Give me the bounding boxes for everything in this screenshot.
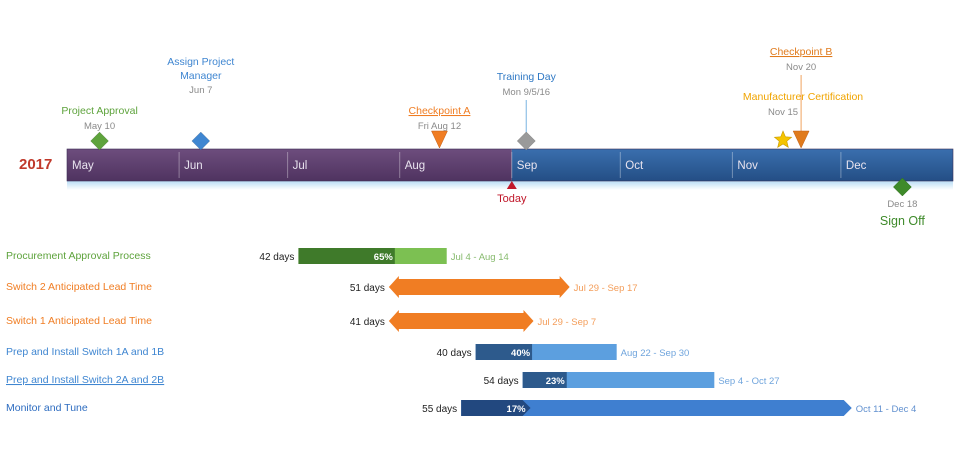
task-row: Monitor and Tune 17% 55 days Oct 11 - Dec 4 bbox=[6, 400, 916, 416]
task-duration: 41 days bbox=[350, 317, 385, 328]
task-name: Switch 1 Anticipated Lead Time bbox=[6, 315, 152, 327]
task-bar bbox=[461, 400, 852, 416]
task-duration: 42 days bbox=[259, 252, 294, 263]
milestone-date: May 10 bbox=[84, 121, 115, 132]
timeline-elapsed-band bbox=[67, 149, 512, 181]
task-date-range: Sep 4 - Oct 27 bbox=[718, 376, 779, 387]
task-bar bbox=[388, 276, 570, 298]
milestone-title-line: Assign Project bbox=[167, 56, 234, 68]
task-percent: 65% bbox=[374, 252, 394, 263]
today-marker-icon bbox=[506, 181, 517, 189]
task-date-range: Oct 11 - Dec 4 bbox=[856, 404, 917, 415]
milestone-title: Checkpoint B bbox=[770, 46, 832, 58]
timeline-band-border bbox=[66, 148, 954, 182]
task-duration: 51 days bbox=[350, 283, 385, 294]
task-bar bbox=[522, 372, 715, 388]
task-progress bbox=[475, 344, 533, 360]
task-date-range: Jul 29 - Sep 7 bbox=[538, 317, 597, 328]
milestone-date: Fri Aug 12 bbox=[418, 121, 461, 132]
task-percent: 40% bbox=[511, 348, 531, 359]
milestone-diamond-icon bbox=[191, 131, 211, 151]
month-label: Nov bbox=[737, 160, 758, 172]
task-duration: 55 days bbox=[422, 404, 457, 415]
task-name: Procurement Approval Process bbox=[6, 250, 151, 262]
task-row: Prep and Install Switch 1A and 1B 40% 40 d… bbox=[6, 344, 689, 360]
milestone: Checkpoint B Nov 20 bbox=[770, 46, 832, 149]
today-label: Today bbox=[497, 193, 527, 205]
milestone-title: Checkpoint A bbox=[409, 105, 471, 117]
task-date-range: Jul 29 - Sep 17 bbox=[574, 283, 638, 294]
milestone-date: Jun 7 bbox=[189, 85, 212, 96]
timeline-year: 2017 bbox=[19, 156, 53, 173]
timeline-remaining-band bbox=[511, 149, 953, 181]
milestone-diamond-icon bbox=[90, 131, 109, 151]
month-label: Jul bbox=[293, 160, 308, 172]
milestone-title: Manufacturer Certification bbox=[743, 91, 863, 103]
milestone-date: Nov 20 bbox=[786, 62, 816, 73]
task-progress bbox=[298, 248, 395, 264]
milestone-date: Nov 15 bbox=[768, 107, 798, 118]
month-label: May bbox=[72, 160, 94, 172]
task-percent: 23% bbox=[546, 376, 566, 387]
task-name: Monitor and Tune bbox=[6, 402, 88, 414]
milestone-diamond-icon bbox=[516, 131, 536, 151]
milestone-title: Training Day bbox=[497, 71, 557, 83]
milestone-triangle-icon bbox=[792, 130, 810, 149]
task-percent: 17% bbox=[507, 404, 527, 415]
month-label: Oct bbox=[625, 160, 644, 172]
task-name: Prep and Install Switch 1A and 1B bbox=[6, 346, 164, 358]
month-label: Sep bbox=[517, 160, 537, 172]
milestone-title: Sign Off bbox=[880, 214, 925, 228]
task-date-range: Aug 22 - Sep 30 bbox=[621, 348, 690, 359]
month-label: Jun bbox=[184, 160, 203, 172]
milestone-title-line: Manager bbox=[180, 70, 222, 82]
milestone-diamond-icon bbox=[893, 177, 912, 197]
task-duration: 40 days bbox=[437, 348, 472, 359]
month-label: Aug bbox=[405, 160, 425, 172]
task-duration: 54 days bbox=[484, 376, 519, 387]
task-row: Prep and Install Switch 2A and 2B 23% 54 d… bbox=[6, 372, 780, 388]
milestone: Dec 18 Sign Off bbox=[880, 177, 925, 228]
milestone-title: Project Approval bbox=[61, 105, 137, 117]
task-bar bbox=[388, 310, 534, 332]
milestone-date: Dec 18 bbox=[887, 199, 917, 210]
task-progress bbox=[522, 372, 567, 388]
task-row: Procurement Approval Process 65% 42 days Ju… bbox=[6, 248, 509, 264]
task-row: Switch 2 Anticipated Lead Time 51 days Jul… bbox=[6, 276, 638, 298]
milestone-triangle-icon bbox=[431, 130, 448, 149]
milestone-date: Mon 9/5/16 bbox=[503, 87, 551, 98]
task-row: Switch 1 Anticipated Lead Time 41 days Jul… bbox=[6, 310, 596, 332]
milestone: Checkpoint A Fri Aug 12 bbox=[409, 105, 471, 149]
milestone-star-icon bbox=[773, 130, 793, 148]
task-name: Switch 2 Anticipated Lead Time bbox=[6, 281, 152, 293]
month-label: Dec bbox=[846, 160, 867, 172]
task-date-range: Jul 4 - Aug 14 bbox=[451, 252, 509, 263]
task-progress bbox=[461, 400, 531, 416]
task-name: Prep and Install Switch 2A and 2B bbox=[6, 374, 164, 386]
